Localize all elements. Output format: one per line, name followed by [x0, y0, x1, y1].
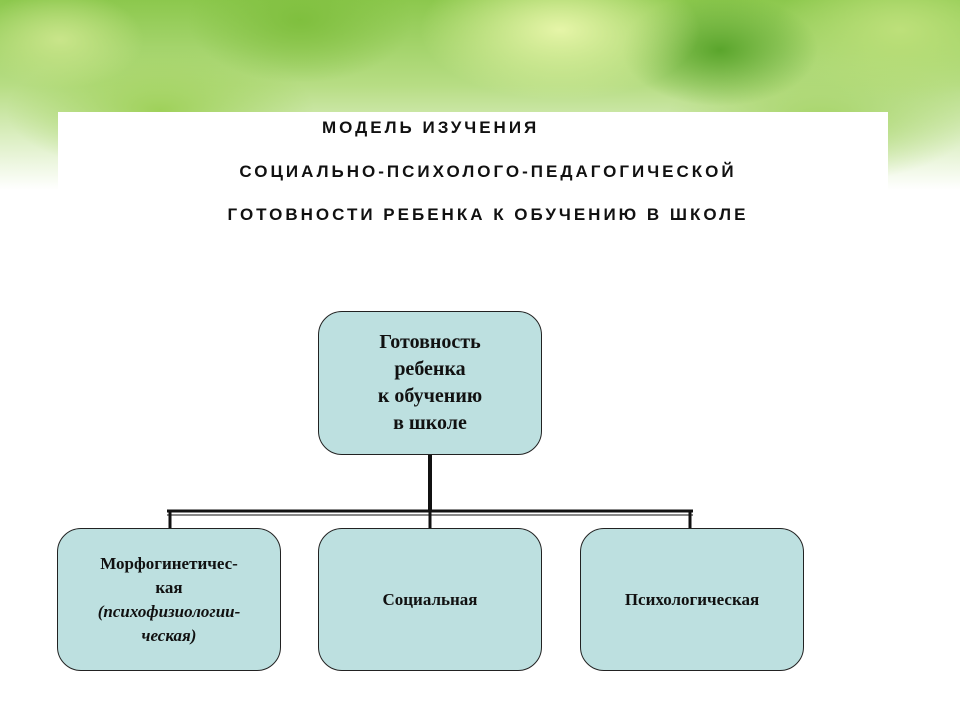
- child-node-italic-line: ческая): [141, 625, 197, 645]
- child-node-psychological: Психологическая: [580, 528, 804, 671]
- title-line-2: СОЦИАЛЬНО-ПСИХОЛОГО-ПЕДАГОГИЧЕСКОЙ: [239, 162, 737, 181]
- title-panel: [58, 112, 888, 230]
- child-node-morphogenetic: Морфогинетичес- кая (психофизиологии- че…: [57, 528, 281, 671]
- title-line-3: ГОТОВНОСТИ РЕБЕНКА К ОБУЧЕНИЮ В ШКОЛЕ: [227, 205, 749, 224]
- child-node-label: Психологическая: [624, 589, 760, 609]
- child-node-line: кая: [155, 577, 183, 597]
- root-node-line: ребенка: [394, 358, 466, 380]
- root-node-line: в школе: [393, 412, 467, 434]
- title-line-1: МОДЕЛЬ ИЗУЧЕНИЯ: [322, 118, 540, 137]
- child-node-social: Социальная: [318, 528, 542, 671]
- root-node-readiness: Готовность ребенка к обучению в школе: [318, 311, 542, 455]
- child-node-label: Социальная: [382, 589, 478, 609]
- child-node-line: Морфогинетичес-: [100, 553, 238, 573]
- root-node-line: Готовность: [379, 331, 481, 353]
- child-node-italic-line: (психофизиологии-: [97, 601, 241, 621]
- root-node-line: к обучению: [377, 385, 483, 407]
